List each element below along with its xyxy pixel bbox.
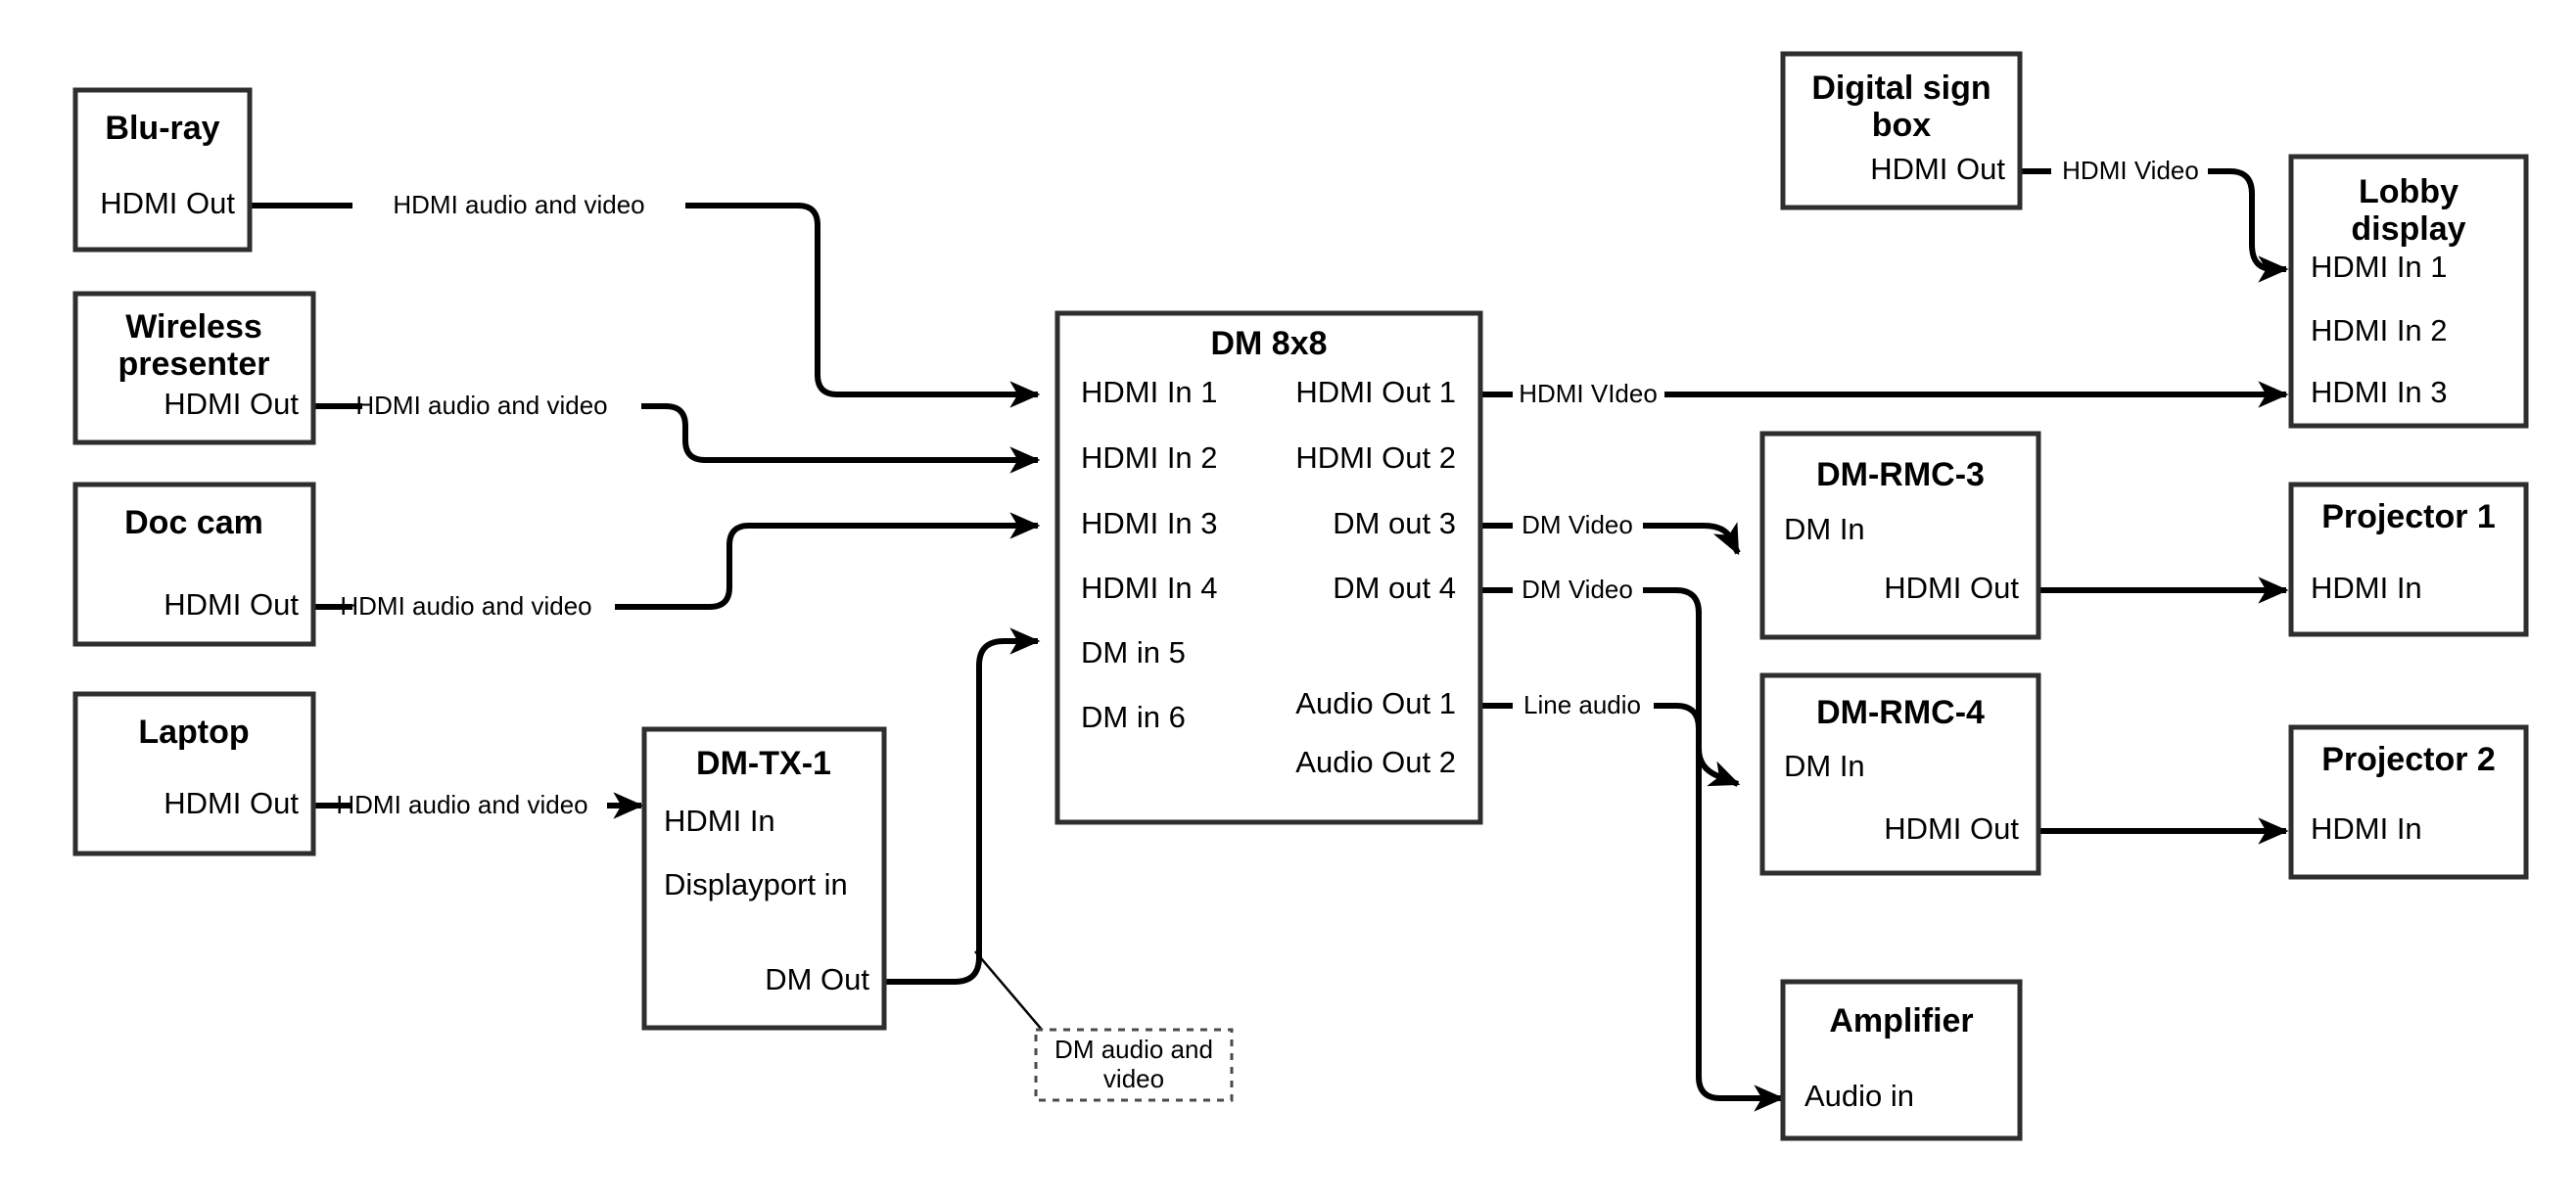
node-projector-2[interactable]: Projector 2 HDMI In — [2288, 724, 2529, 880]
callout-line1: DM audio and — [1054, 1035, 1213, 1064]
edge-label-wireless: HDMI audio and video — [355, 391, 607, 420]
port-dm8x8-in-6: DM in 6 — [1081, 700, 1186, 734]
port-amplifier-audio-in: Audio in — [1804, 1079, 1914, 1113]
node-dm-rmc-3[interactable]: DM-RMC-3 DM In HDMI Out — [1759, 431, 2041, 640]
link-digitalsign-to-lobby: HDMI Video — [2020, 156, 2289, 283]
port-dm8x8-in-2: HDMI In 2 — [1081, 440, 1218, 475]
node-dm-8x8[interactable]: DM 8x8 HDMI In 1 HDMI In 2 HDMI In 3 HDM… — [1054, 310, 1483, 825]
port-projector2-hdmi-in: HDMI In — [2311, 811, 2422, 846]
node-lobby-title-line2: display — [2351, 210, 2465, 248]
edge-label-doccam: HDMI audio and video — [340, 591, 591, 621]
port-dm8x8-audio-out-2: Audio Out 2 — [1295, 745, 1456, 779]
link-hdmiout1-to-lobby: HDMI VIdeo — [1480, 379, 2289, 408]
node-doccam-title: Doc cam — [124, 504, 263, 541]
port-dm8x8-out-4: DM out 4 — [1333, 571, 1456, 605]
node-laptop[interactable]: Laptop HDMI Out — [72, 691, 316, 856]
edge-label-hdmiout1: HDMI VIdeo — [1519, 379, 1658, 408]
port-lobby-hdmi-in-1: HDMI In 1 — [2311, 250, 2448, 284]
node-doc-cam[interactable]: Doc cam HDMI Out — [72, 482, 316, 647]
node-projector1-title: Projector 1 — [2321, 498, 2496, 535]
node-amplifier-title: Amplifier — [1829, 1002, 1973, 1039]
node-projector2-title: Projector 2 — [2321, 741, 2496, 778]
port-dm8x8-audio-out-1: Audio Out 1 — [1295, 686, 1456, 720]
node-amplifier[interactable]: Amplifier Audio in — [1780, 979, 2023, 1141]
node-dmrmc3-title: DM-RMC-3 — [1816, 456, 1985, 493]
node-digitalsign-title-line1: Digital sign — [1811, 69, 1991, 107]
node-dmtx1-title: DM-TX-1 — [696, 745, 831, 782]
edge-label-dmout3: DM Video — [1522, 510, 1633, 539]
node-bluray-title: Blu-ray — [105, 110, 219, 147]
link-dmout4-to-rmc4: DM Video — [1480, 575, 1741, 787]
port-dm8x8-in-3: HDMI In 3 — [1081, 506, 1218, 540]
node-bluray[interactable]: Blu-ray HDMI Out — [72, 87, 253, 253]
port-dm8x8-in-1: HDMI In 1 — [1081, 375, 1218, 409]
node-laptop-title: Laptop — [138, 714, 249, 751]
link-doccam-to-dm8x8: HDMI audio and video — [313, 512, 1041, 621]
node-dm-tx-1[interactable]: DM-TX-1 HDMI In Displayport in DM Out — [641, 726, 887, 1031]
port-bluray-hdmi-out: HDMI Out — [100, 186, 235, 220]
link-audioout1-to-amplifier: Line audio — [1480, 690, 1785, 1112]
node-wireless-title-line2: presenter — [118, 346, 270, 383]
node-dm8x8-title: DM 8x8 — [1210, 325, 1327, 362]
link-dmout3-to-rmc3: DM Video — [1480, 510, 1741, 556]
port-projector1-hdmi-in: HDMI In — [2311, 571, 2422, 605]
port-digitalsign-hdmi-out: HDMI Out — [1870, 152, 2005, 186]
link-wireless-to-dm8x8: HDMI audio and video — [313, 391, 1041, 474]
port-dmrmc4-hdmi-out: HDMI Out — [1884, 811, 2019, 846]
port-dmtx1-hdmi-in: HDMI In — [664, 804, 775, 838]
link-dmtx1-to-dm8x8 — [884, 627, 1041, 985]
node-dm-rmc-4[interactable]: DM-RMC-4 DM In HDMI Out — [1759, 672, 2041, 876]
node-wireless-presenter[interactable]: Wireless presenter HDMI Out — [72, 291, 316, 445]
link-bluray-to-dm8x8: HDMI audio and video — [250, 190, 1041, 408]
port-dmtx1-dm-out: DM Out — [765, 962, 869, 996]
port-lobby-hdmi-in-2: HDMI In 2 — [2311, 313, 2448, 347]
callout-leader-line — [974, 950, 1054, 1044]
port-dm8x8-in-5: DM in 5 — [1081, 635, 1186, 670]
port-dm8x8-out-2: HDMI Out 2 — [1295, 440, 1456, 475]
edge-label-audioout1: Line audio — [1523, 690, 1641, 719]
edge-label-digitalsign: HDMI Video — [2062, 156, 2199, 185]
port-laptop-hdmi-out: HDMI Out — [164, 786, 299, 820]
node-lobby-display[interactable]: Lobby display HDMI In 1 HDMI In 2 HDMI I… — [2288, 154, 2529, 429]
edge-label-dmout4: DM Video — [1522, 575, 1633, 604]
node-projector-1[interactable]: Projector 1 HDMI In — [2288, 482, 2529, 637]
port-dm8x8-out-1: HDMI Out 1 — [1295, 375, 1456, 409]
port-dmrmc4-dm-in: DM In — [1784, 749, 1865, 783]
callout-dm-audio-and-video: DM audio and video — [1034, 1028, 1234, 1102]
port-dmtx1-displayport-in: Displayport in — [664, 867, 848, 901]
edge-label-laptop: HDMI audio and video — [336, 790, 587, 819]
node-wireless-title-line1: Wireless — [125, 308, 262, 346]
node-digital-sign-box[interactable]: Digital sign box HDMI Out — [1780, 51, 2023, 210]
port-dm8x8-in-4: HDMI In 4 — [1081, 571, 1218, 605]
port-doccam-hdmi-out: HDMI Out — [164, 587, 299, 622]
port-wireless-hdmi-out: HDMI Out — [164, 387, 299, 421]
link-laptop-to-dmtx1: HDMI audio and video — [313, 790, 644, 819]
edge-label-bluray: HDMI audio and video — [393, 190, 644, 219]
port-dmrmc3-dm-in: DM In — [1784, 512, 1865, 546]
port-lobby-hdmi-in-3: HDMI In 3 — [2311, 375, 2448, 409]
port-dmrmc3-hdmi-out: HDMI Out — [1884, 571, 2019, 605]
callout-line2: video — [1103, 1064, 1164, 1093]
port-dm8x8-out-3: DM out 3 — [1333, 506, 1456, 540]
node-lobby-title-line1: Lobby — [2359, 173, 2459, 210]
node-dmrmc4-title: DM-RMC-4 — [1816, 694, 1985, 731]
node-digitalsign-title-line2: box — [1872, 107, 1932, 144]
